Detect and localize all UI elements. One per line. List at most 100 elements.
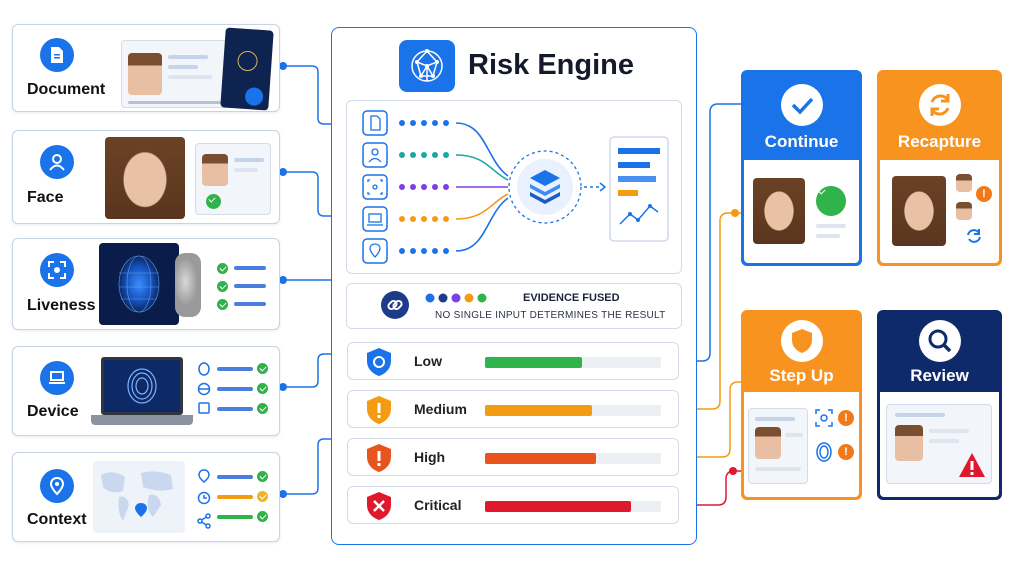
document-label: Document (27, 81, 106, 98)
channel-dot (443, 120, 449, 126)
document-icon (40, 38, 74, 72)
device-signal-icons (197, 362, 211, 414)
checkmark-icon (781, 84, 823, 126)
risk-label-low: Low (414, 353, 442, 369)
risk-row-low: Low (347, 342, 679, 380)
channel-dot (410, 120, 416, 126)
channel-dot (421, 248, 427, 254)
risk-bar-high (485, 453, 661, 464)
context-signal-icons (197, 469, 211, 529)
person-icon (40, 145, 74, 179)
face-id-card (195, 143, 271, 215)
high-risk-shield-icon (367, 444, 391, 472)
outcome-recapture-card: Recapture ! (877, 70, 1002, 266)
channel-dot (421, 120, 427, 126)
liveness-profile-image (175, 253, 201, 317)
risk-label-medium: Medium (414, 401, 467, 417)
continue-check-badge (816, 186, 846, 216)
risk-engine-logo-icon (399, 40, 455, 92)
channel-dot (421, 152, 427, 158)
context-input-card: Context (12, 452, 280, 542)
outcome-step-up-card: Step Up ! ! (741, 310, 862, 500)
laptop-icon (40, 361, 74, 395)
fusion-diagram (362, 110, 669, 264)
outcome-review-card: Review (877, 310, 1002, 500)
channel-dot (443, 248, 449, 254)
risk-row-critical: Critical (347, 486, 679, 524)
channel-dot (432, 184, 438, 190)
step-up-face-photo (755, 427, 781, 459)
risk-bar-medium-fill (485, 405, 593, 416)
low-risk-shield-icon (367, 348, 391, 376)
risk-label-high: High (414, 449, 446, 465)
device-input-card: Device (12, 346, 280, 436)
evidence-fused-title: EVIDENCE FUSED (523, 292, 620, 304)
evidence-fused-box: EVIDENCE FUSED NO SINGLE INPUT DETERMINE… (346, 283, 682, 329)
channel-dot (399, 184, 405, 190)
risk-bar-low (485, 357, 661, 368)
channel-dot (399, 216, 405, 222)
channel-dot (410, 248, 416, 254)
refresh-icon (919, 84, 961, 126)
face-photo (105, 137, 185, 219)
risk-bar-medium (485, 405, 661, 416)
channel-dot (410, 152, 416, 158)
critical-risk-shield-icon (367, 492, 391, 520)
channel-dot (399, 152, 405, 158)
channel-dot (432, 152, 438, 158)
channel-dot (410, 216, 416, 222)
world-map-image (93, 461, 185, 533)
risk-bar-critical-fill (485, 501, 632, 512)
channel-dot (421, 216, 427, 222)
outcome-review-label: Review (910, 366, 969, 385)
risk-row-high: High (347, 438, 679, 476)
step-up-check-icons (815, 409, 833, 462)
evidence-color-dots (425, 293, 487, 303)
channel-dot (432, 248, 438, 254)
evidence-fused-subtitle: NO SINGLE INPUT DETERMINES THE RESULT (435, 310, 666, 321)
fusion-core-layers-icon (530, 170, 560, 204)
channel-dot (410, 184, 416, 190)
face-label: Face (27, 189, 64, 206)
continue-face-photo (753, 178, 805, 244)
channel-dot (443, 216, 449, 222)
shield-icon (781, 320, 823, 362)
outcome-recapture-label: Recapture (897, 132, 982, 151)
outcome-continue-label: Continue (764, 132, 839, 151)
channel-dot (432, 120, 438, 126)
channel-dot (399, 120, 405, 126)
risk-bar-low-fill (485, 357, 582, 368)
channel-dot (421, 184, 427, 190)
channel-dot (399, 248, 405, 254)
passport-image (220, 27, 274, 111)
warning-badge-icon: ! (976, 186, 992, 202)
id-card-image (121, 40, 233, 108)
liveness-scan-icon (40, 253, 74, 287)
channel-dot (443, 184, 449, 190)
laptop-fingerprint-image (101, 357, 183, 415)
document-input-card: Document (12, 24, 280, 112)
location-pin-icon (40, 469, 74, 503)
context-label: Context (27, 511, 87, 528)
risk-row-medium: Medium (347, 390, 679, 428)
outcome-step-up-label: Step Up (769, 366, 834, 385)
risk-bar-critical (485, 501, 661, 512)
risk-engine-title: Risk Engine (468, 49, 634, 81)
recapture-face-photo (892, 176, 946, 246)
outcome-continue-card: Continue (741, 70, 862, 266)
alert-triangle-icon (959, 453, 985, 477)
liveness-input-card: Liveness (12, 238, 280, 330)
channel-dot (443, 152, 449, 158)
risk-label-critical: Critical (414, 497, 462, 513)
device-label: Device (27, 403, 79, 420)
retry-icon (967, 229, 981, 243)
medium-risk-shield-icon (367, 396, 391, 424)
face-input-card: Face (12, 130, 280, 224)
liveness-3d-face-image (99, 243, 179, 325)
search-icon (919, 320, 961, 362)
risk-bar-high-fill (485, 453, 596, 464)
link-icon (381, 291, 409, 319)
channel-dot (432, 216, 438, 222)
liveness-label: Liveness (27, 297, 96, 314)
review-face-photo (895, 425, 923, 461)
